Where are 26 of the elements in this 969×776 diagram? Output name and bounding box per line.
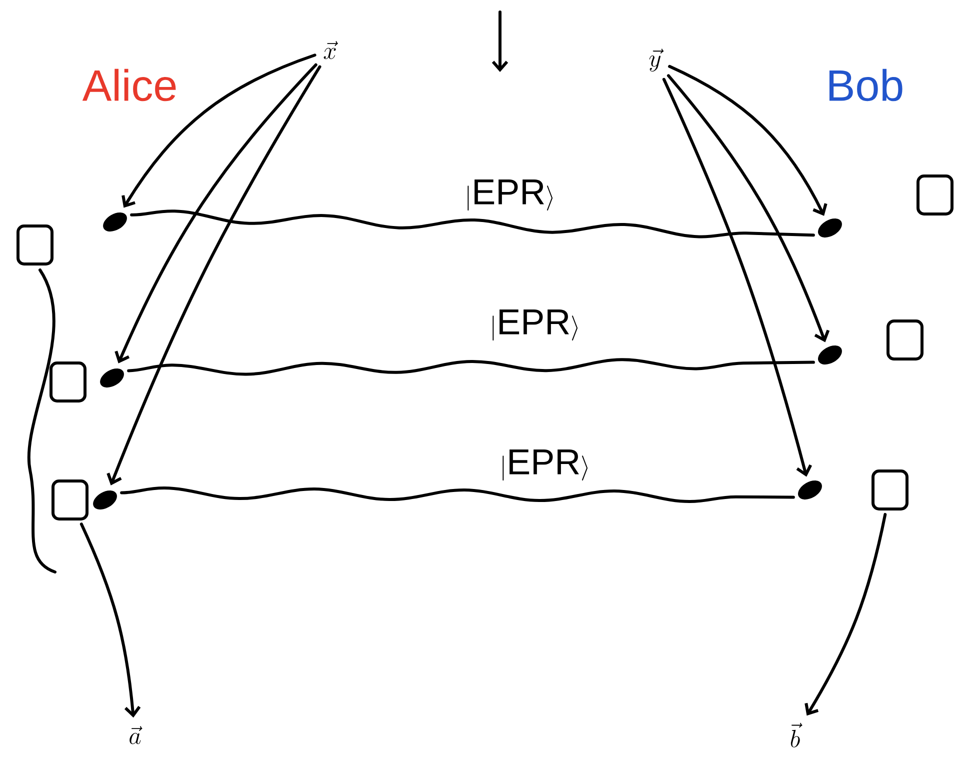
vector-label: $\vec{a}$ (130, 726, 142, 744)
wavy-line (127, 358, 815, 376)
arrow (80, 522, 141, 718)
arrow (804, 512, 887, 716)
measurement-box (16, 224, 54, 266)
player-name: Alice (82, 68, 176, 102)
state-label: $|\mathrm{EPR}\rangle$ (498, 448, 592, 482)
vector-label: $\vec{b}$ (790, 722, 802, 748)
wavy-line (120, 486, 795, 504)
arrow (106, 65, 322, 486)
arrow (668, 64, 828, 216)
arrow (662, 78, 812, 477)
arrow (114, 63, 318, 364)
state-label: $|\mathrm{EPR}\rangle$ (488, 308, 582, 342)
measurement-box (886, 320, 924, 360)
vector-label: $\vec{y}$ (649, 48, 664, 72)
measurement-box (872, 470, 908, 510)
wavy-line (130, 210, 815, 238)
arrow (122, 54, 316, 208)
vector-label: $\vec{x}$ (324, 41, 338, 60)
arrow (666, 74, 830, 342)
measurement-box (916, 174, 954, 216)
measurement-box (52, 480, 88, 520)
measurement-box (50, 362, 86, 402)
player-name: Bob (829, 68, 902, 102)
state-label: $|\mathrm{EPR}\rangle$ (462, 178, 558, 212)
